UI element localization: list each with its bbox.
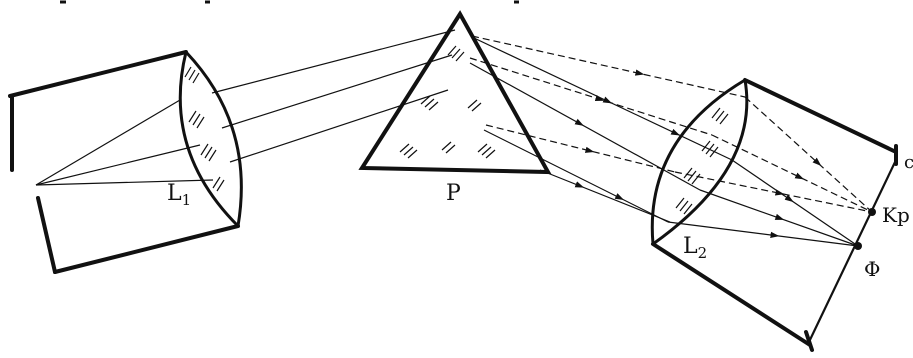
focal-point-kr [868,208,876,216]
focal-plane [807,159,897,345]
collimated-beams [211,29,456,163]
camera-bottom-wall [651,242,812,347]
source-rays [35,99,214,186]
collimator-tube [8,50,240,274]
lens-l1-hatching [184,66,225,192]
kr-label: Kp [882,203,910,227]
collimator-top-wall [8,50,188,98]
camera-top-wall [743,78,898,154]
phi-label: Φ [864,257,880,281]
collimator-back-lower [36,196,57,274]
dispersed-rays-solid [469,37,859,247]
lens-l1 [178,50,243,228]
prism-label: P [446,181,461,206]
focal-point-phi [854,242,862,250]
lens-l2-label: L2 [683,234,707,262]
lens-l2 [650,78,749,246]
prism-hatching [399,45,496,159]
lens-l1-label: L1 [167,181,191,209]
collimator-bottom-wall [53,224,240,274]
prism [358,10,552,175]
dispersed-rays-dashed [469,35,873,213]
edge-c-label: c [904,152,913,173]
lens-l2-hatching [675,107,729,215]
